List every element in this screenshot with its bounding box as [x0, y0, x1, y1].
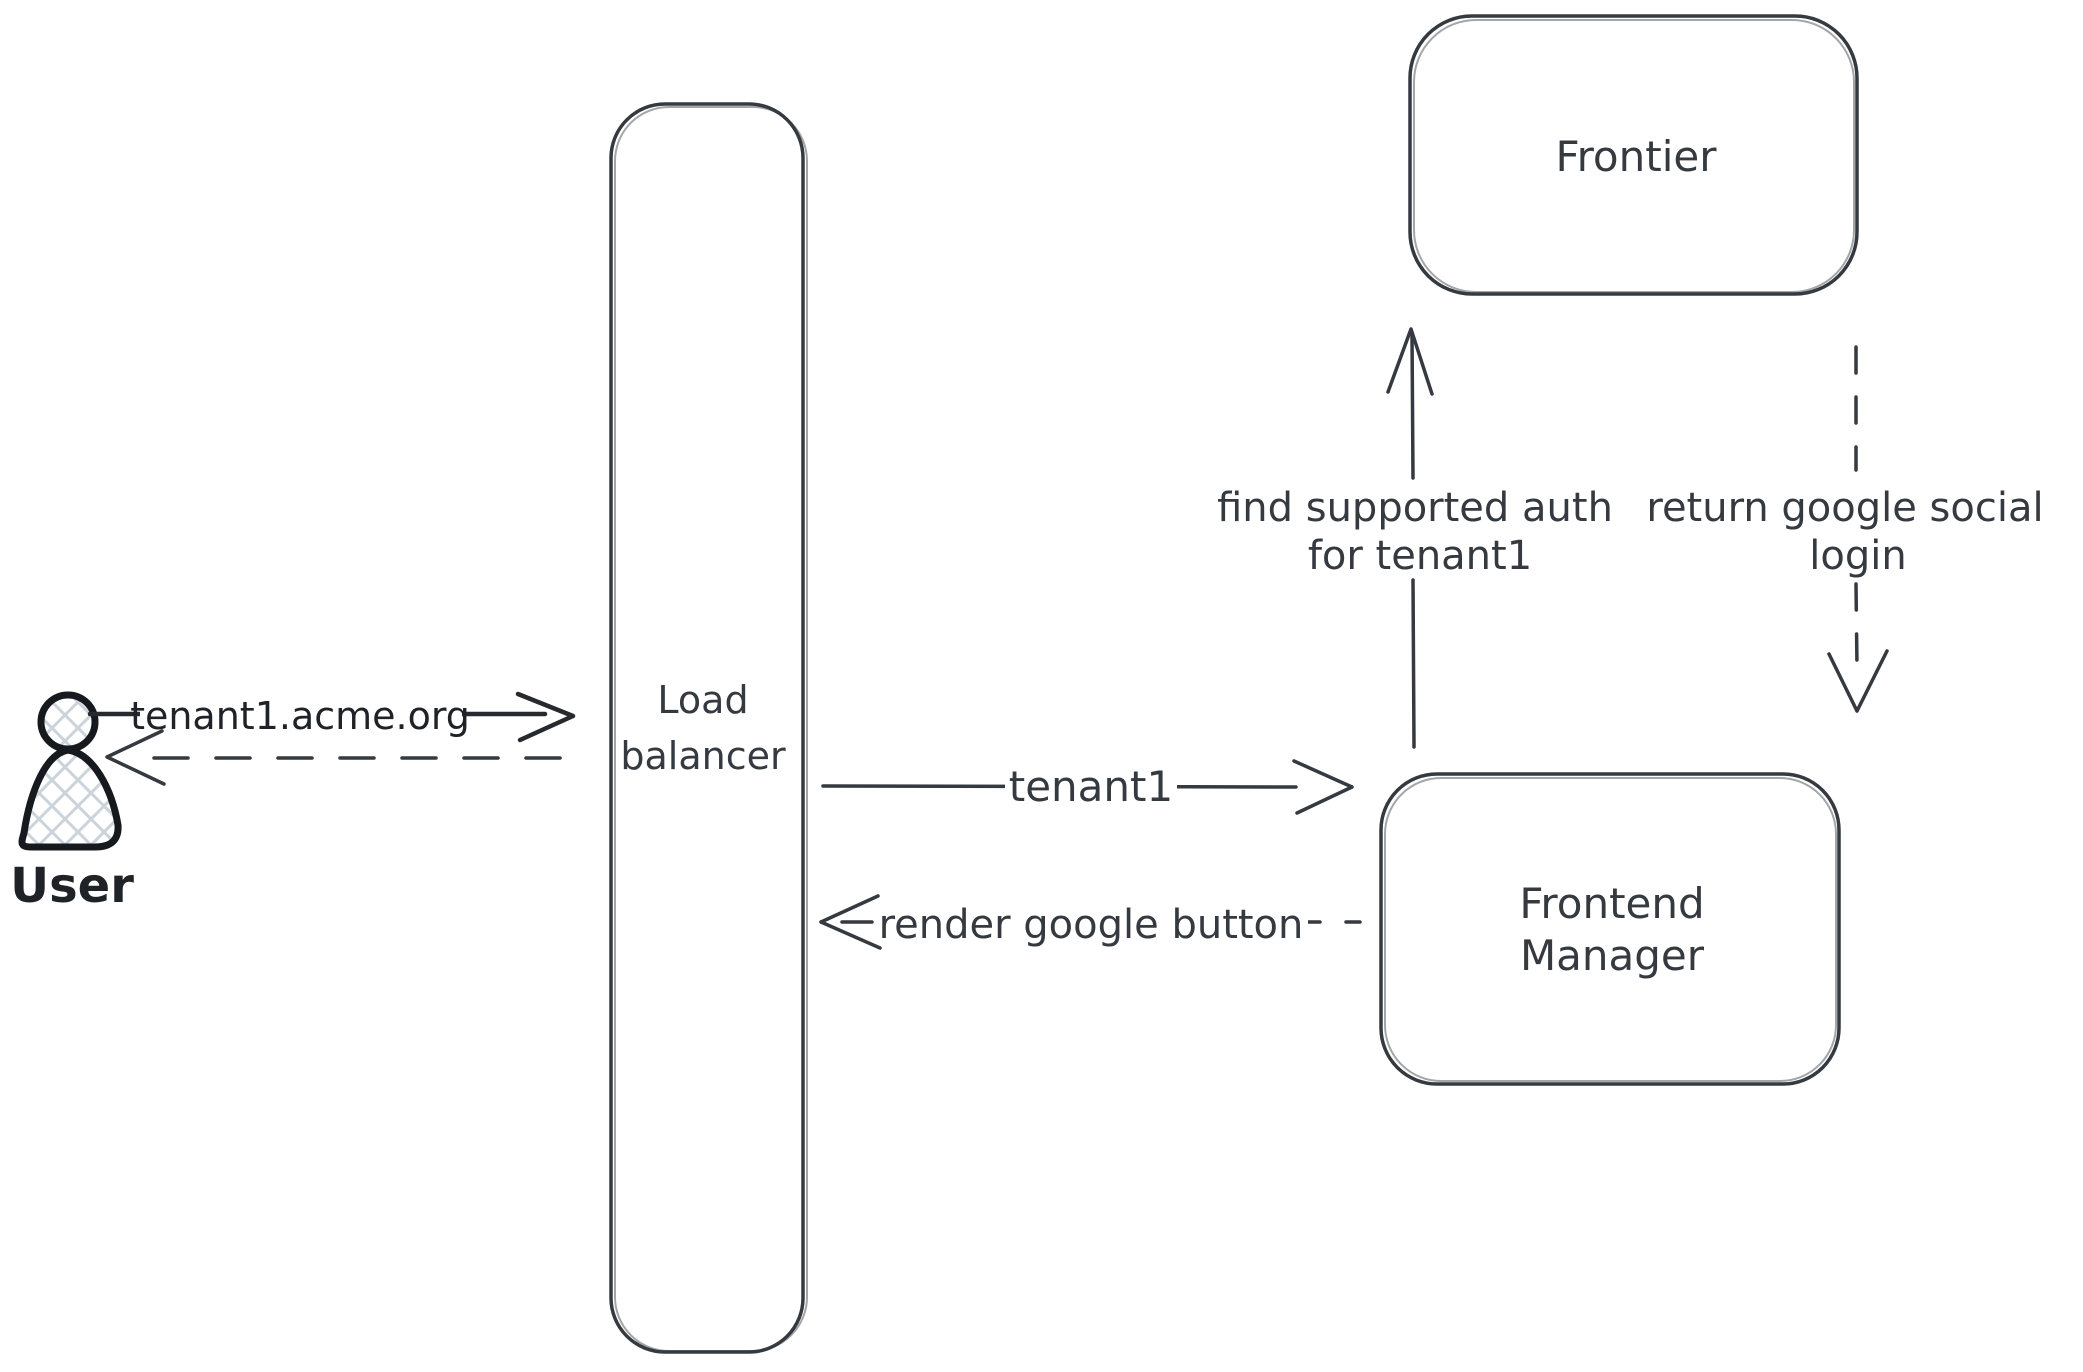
- arrow-return-google-social-login-label-line1: return google social: [1646, 485, 2043, 531]
- arrowhead-left-icon: [819, 894, 882, 950]
- frontier-label: Frontier: [1555, 132, 1717, 181]
- arrow-find-supported-auth-line-lower: [1411, 578, 1416, 749]
- frontend-manager-box: [1379, 772, 1841, 1086]
- load-balancer-box: [609, 102, 805, 1354]
- arrow-render-google-button-label-bg: [874, 893, 1308, 951]
- arrow-response-to-user: [105, 729, 562, 786]
- arrow-return-google-social-login-line-lower: [1854, 582, 1859, 670]
- arrow-render-google-button: render google button: [819, 893, 1362, 951]
- user-icon: [37, 691, 99, 753]
- frontier-box-sketch-echo: [1413, 19, 1855, 293]
- arrow-tenant1-label-bg: [1005, 749, 1177, 807]
- user-label: User: [10, 858, 134, 914]
- load-balancer-node: Load balancer: [609, 102, 808, 1354]
- arrowhead-right-icon: [515, 691, 576, 743]
- load-balancer-label-line2: balancer: [620, 734, 786, 778]
- arrow-find-supported-auth: find supported auth for tenant1: [1217, 327, 1613, 749]
- arrow-tenant1-acme-org-label-bg: [140, 686, 462, 738]
- arrowhead-right-icon: [1292, 759, 1354, 815]
- arrowhead-up-icon: [1386, 327, 1434, 396]
- arrow-return-google-social-login: return google social login: [1646, 345, 2044, 713]
- arrow-tenant1-acme-org-label: tenant1.acme.org: [130, 694, 470, 738]
- user-actor: User: [10, 691, 134, 914]
- arrow-find-supported-auth-label-line2: for tenant1: [1308, 533, 1532, 579]
- arrow-return-google-social-login-label-line2: login: [1809, 533, 1906, 579]
- load-balancer-box-sketch-echo: [614, 106, 808, 1352]
- frontend-manager-node: Frontend Manager: [1379, 772, 1841, 1086]
- load-balancer-label-line1: Load: [657, 678, 748, 722]
- frontend-manager-label-line1: Frontend: [1519, 879, 1704, 928]
- arrow-tenant1-label: tenant1: [1009, 762, 1173, 811]
- arrow-tenant1: tenant1: [821, 749, 1354, 815]
- frontend-manager-label-line2: Manager: [1520, 931, 1705, 980]
- frontier-node: Frontier: [1408, 14, 1859, 296]
- user-icon-body: [18, 746, 122, 851]
- arrow-tenant1-acme-org: tenant1.acme.org: [87, 686, 576, 743]
- arrowhead-down-icon: [1827, 649, 1889, 713]
- arrow-find-supported-auth-line-upper: [1410, 332, 1415, 480]
- arrowhead-left-icon: [105, 729, 166, 786]
- arrow-find-supported-auth-label-line1: find supported auth: [1217, 485, 1613, 531]
- arrow-render-google-button-label: render google button: [879, 902, 1304, 948]
- frontier-box: [1408, 14, 1859, 296]
- frontend-manager-box-sketch-echo: [1384, 777, 1837, 1082]
